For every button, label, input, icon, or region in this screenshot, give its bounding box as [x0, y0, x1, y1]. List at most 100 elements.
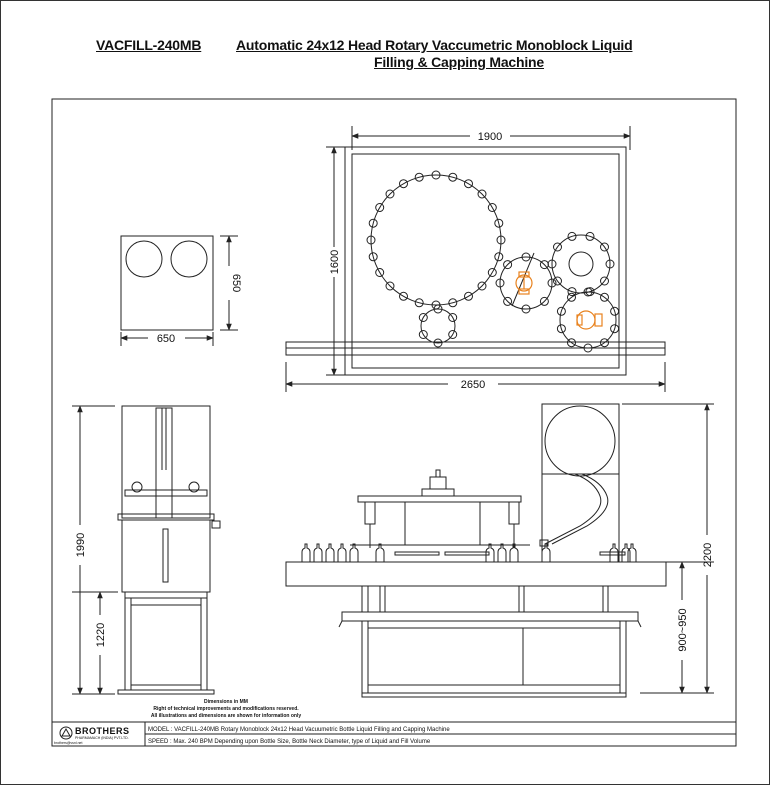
bottle-pocket [368, 218, 378, 228]
bottle-pocket [464, 179, 473, 189]
transfer-star-pockets [495, 252, 557, 314]
dim-front-height: 2200 [702, 543, 714, 567]
side-view [72, 405, 221, 695]
bottle-pocket [585, 231, 595, 241]
bottle-pocket [556, 324, 566, 334]
infeed-star-pockets [418, 304, 458, 348]
note-rights: Right of technical improvements and modi… [153, 706, 299, 712]
brothers-logo-icon [59, 726, 73, 740]
bottle-pocket [553, 276, 562, 286]
bottle-icon [301, 543, 311, 563]
bottle-pocket [385, 281, 395, 291]
bottle-pocket [553, 242, 562, 252]
bottle-pocket [448, 330, 458, 339]
dim-side-height: 1990 [75, 533, 87, 557]
bottle-pocket [567, 338, 576, 348]
bottle-icon [337, 543, 347, 563]
bottle-pocket [521, 252, 531, 262]
bottle-pocket [547, 278, 557, 288]
bottle-pocket [494, 218, 504, 228]
bottle-icon [609, 543, 619, 563]
bottle-pocket [433, 304, 443, 314]
bottle-icon [375, 543, 385, 563]
dim-front-table-height: 900~950 [677, 608, 689, 651]
bottle-icon [621, 543, 631, 563]
bottle-pocket [464, 291, 473, 301]
bottle-pocket [496, 235, 506, 245]
bottle-pocket [539, 296, 549, 306]
dim-top-height: 1600 [329, 250, 341, 274]
bottle-row [301, 543, 637, 563]
bottle-pocket [600, 242, 609, 252]
dim-table-depth: 650 [230, 274, 242, 292]
note-units: Dimensions in MM [204, 699, 248, 705]
speed-spec-line: SPEED : Max. 240 BPM Depending upon Bott… [148, 739, 431, 745]
bottle-pocket [448, 172, 458, 182]
bottle-pocket [487, 203, 497, 212]
motor-icon [576, 310, 603, 330]
dim-top-width: 1900 [478, 131, 502, 143]
brand-name: BROTHERS [75, 726, 130, 736]
filling-turret-pockets [366, 170, 506, 310]
bottle-pocket [494, 252, 504, 262]
bottle-icon [627, 543, 637, 563]
bottle-icon [509, 543, 519, 563]
bottle-pocket [567, 231, 577, 241]
bottle-pocket [600, 338, 609, 348]
bottle-pocket [433, 338, 443, 348]
title-block [51, 721, 737, 747]
bottle-pocket [503, 296, 513, 306]
bottle-icon [485, 543, 495, 563]
bottle-pocket [448, 313, 458, 322]
machine-title-line-1: Automatic 24x12 Head Rotary Vaccumetric … [236, 37, 633, 53]
bottle-pocket [368, 252, 378, 262]
model-spec-line: MODEL : VACFILL-240MB Rotary Monoblock 2… [148, 727, 450, 733]
bottle-pocket [583, 287, 593, 297]
bottle-pocket [521, 304, 531, 314]
bottle-icon [325, 543, 335, 563]
bottle-pocket [487, 268, 497, 277]
bottle-pocket [375, 203, 385, 212]
outfeed-star-pockets [556, 287, 620, 353]
bottle-pocket [414, 298, 424, 308]
bottle-pocket [605, 259, 615, 269]
table-plan-view [120, 235, 238, 346]
bottle-pocket [495, 278, 505, 288]
bottle-pocket [477, 189, 487, 199]
bottle-pocket [600, 292, 609, 302]
bottle-pocket [610, 324, 620, 334]
bottle-pocket [375, 268, 385, 277]
bottle-icon [497, 543, 507, 563]
bottle-pocket [567, 292, 576, 302]
bottle-icon [541, 543, 551, 563]
bottle-pocket [600, 276, 609, 286]
bottle-pocket [448, 298, 458, 308]
bottle-icon [349, 543, 359, 563]
bottle-icon [313, 543, 323, 563]
bottle-pocket [556, 306, 566, 316]
capping-turret-pockets [547, 231, 615, 297]
front-view [285, 403, 714, 698]
motor-icon [515, 271, 533, 295]
brand-email: brothers@vsnl.net [54, 741, 82, 745]
note-disclaimer: All illustrations and dimensions are sho… [151, 713, 302, 719]
bottle-pocket [418, 330, 428, 339]
dim-side-table-height: 1220 [95, 623, 107, 647]
bottle-pocket [366, 235, 376, 245]
bottle-pocket [399, 291, 408, 301]
machine-title-line-2: Filling & Capping Machine [374, 54, 545, 70]
bottle-pocket [414, 172, 424, 182]
bottle-pocket [610, 306, 620, 316]
bottle-pocket [567, 287, 577, 297]
filling-turret-circle [370, 174, 502, 306]
bottle-pocket [385, 189, 395, 199]
dim-table-width: 650 [157, 333, 175, 345]
model-title: VACFILL-240MB [96, 37, 202, 53]
dim-overall-length: 2650 [461, 379, 485, 391]
bottle-pocket [418, 313, 428, 322]
bottle-pocket [431, 170, 441, 180]
bottle-pocket [503, 260, 513, 270]
bottle-pocket [477, 281, 487, 291]
bottle-pocket [583, 343, 593, 353]
